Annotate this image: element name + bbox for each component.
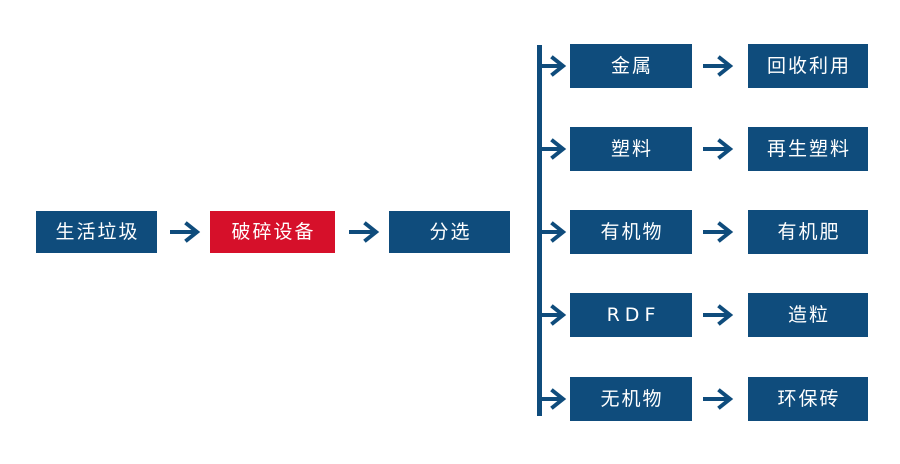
arrow-right-icon-inorganic <box>703 386 737 412</box>
node-crusher[interactable]: 破碎设备 <box>210 211 335 253</box>
node-fraction-rdf[interactable]: RDF <box>570 293 692 337</box>
node-fraction-plastic[interactable]: 塑料 <box>570 127 692 171</box>
node-product-recycled-plastic[interactable]: 再生塑料 <box>748 127 868 171</box>
node-product-organic-fertilizer[interactable]: 有机肥 <box>748 210 868 254</box>
node-product-eco-brick[interactable]: 环保砖 <box>748 377 868 421</box>
branch-arrow-icon-inorganic <box>540 386 570 412</box>
node-fraction-metal[interactable]: 金属 <box>570 44 692 88</box>
branch-arrow-icon-plastic <box>540 136 570 162</box>
branch-arrow-icon-organic <box>540 219 570 245</box>
node-sorting[interactable]: 分选 <box>389 211 510 253</box>
node-product-pelletizing[interactable]: 造粒 <box>748 293 868 337</box>
node-fraction-organic[interactable]: 有机物 <box>570 210 692 254</box>
arrow-right-icon-crusher-sorting <box>349 219 383 245</box>
node-product-recycling[interactable]: 回收利用 <box>748 44 868 88</box>
arrow-right-icon-metal <box>703 53 737 79</box>
node-input[interactable]: 生活垃圾 <box>36 211 157 253</box>
branch-arrow-icon-rdf <box>540 302 570 328</box>
arrow-right-icon-input-crusher <box>170 219 204 245</box>
node-fraction-inorganic[interactable]: 无机物 <box>570 377 692 421</box>
branch-arrow-icon-metal <box>540 53 570 79</box>
arrow-right-icon-organic <box>703 219 737 245</box>
arrow-right-icon-rdf <box>703 302 737 328</box>
arrow-right-icon-plastic <box>703 136 737 162</box>
